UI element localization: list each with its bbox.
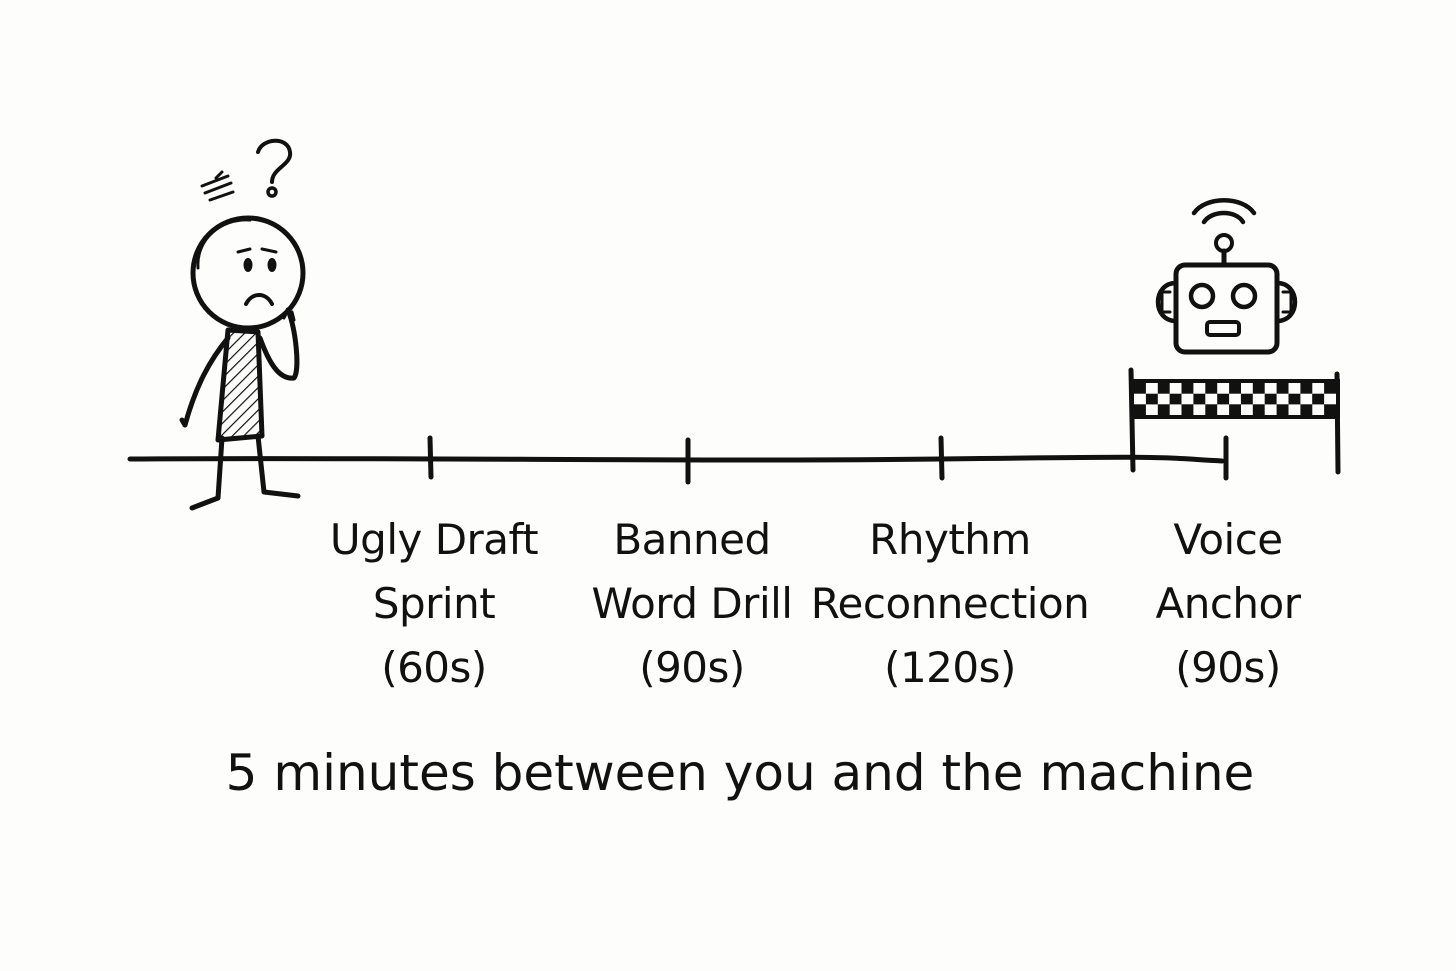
timeline-axis <box>127 435 1229 485</box>
torso <box>215 327 265 443</box>
caption: 5 minutes between you and the machine <box>225 744 1255 802</box>
checker-square <box>1145 393 1158 405</box>
checker-square <box>1169 393 1182 405</box>
checker-square <box>1205 404 1218 415</box>
step-label-line: Rhythm <box>869 515 1031 564</box>
step-label-banned-word-drill: Banned Word Drill (90s) <box>542 508 842 700</box>
checker-square <box>1134 383 1146 394</box>
step-label-line: Reconnection <box>810 579 1090 628</box>
checker-square <box>1181 383 1194 394</box>
timeline-line <box>127 454 1225 464</box>
step-label-line: Sprint <box>372 579 496 628</box>
checker-square <box>1229 404 1241 415</box>
step-label-line: Banned <box>613 515 771 564</box>
checker-square <box>1324 404 1336 415</box>
checker-square <box>1181 404 1194 415</box>
checker-square <box>1157 383 1170 394</box>
confused-stick-figure <box>179 138 306 511</box>
checker-square <box>1229 383 1241 394</box>
checker-square <box>1264 393 1277 405</box>
checker-square <box>1252 404 1265 415</box>
tick-mark <box>938 435 945 481</box>
step-label-line: Ugly Draft <box>329 515 539 564</box>
step-label-line: Anchor <box>1155 579 1301 628</box>
signal-icon <box>1191 198 1257 225</box>
confusion-squiggle-icon <box>200 170 235 202</box>
checker-square <box>1276 383 1289 394</box>
checker-square <box>1276 404 1289 415</box>
tick-mark <box>427 435 434 480</box>
step-label-line: (90s) <box>1175 643 1281 692</box>
question-mark-icon <box>256 138 293 198</box>
checker-square <box>1240 393 1253 405</box>
head <box>190 215 306 331</box>
checker-square <box>1252 383 1265 394</box>
checker-square <box>1288 393 1301 405</box>
checker-square <box>1205 383 1218 394</box>
step-label-line: (120s) <box>884 643 1016 692</box>
step-label-ugly-draft-sprint: Ugly Draft Sprint (60s) <box>284 508 584 700</box>
checker-square <box>1300 383 1313 394</box>
checker-square <box>1193 393 1206 405</box>
step-label-rhythm-reconnection: Rhythm Reconnection (120s) <box>800 508 1100 700</box>
checker-square <box>1217 393 1230 405</box>
step-label-line: Voice <box>1173 515 1283 564</box>
checker-square <box>1312 393 1325 405</box>
step-label-voice-anchor: Voice Anchor (90s) <box>1078 508 1378 700</box>
robot-head <box>1173 262 1280 355</box>
checker-square <box>1300 404 1313 415</box>
step-label-line: Word Drill <box>591 579 793 628</box>
checker-square <box>1134 404 1146 415</box>
checker-square <box>1324 383 1336 394</box>
robot <box>1155 198 1298 355</box>
step-label-line: (60s) <box>381 643 487 692</box>
step-label-line: (90s) <box>639 643 745 692</box>
checkered-finish-line <box>1128 367 1341 475</box>
checker-square <box>1157 404 1170 415</box>
